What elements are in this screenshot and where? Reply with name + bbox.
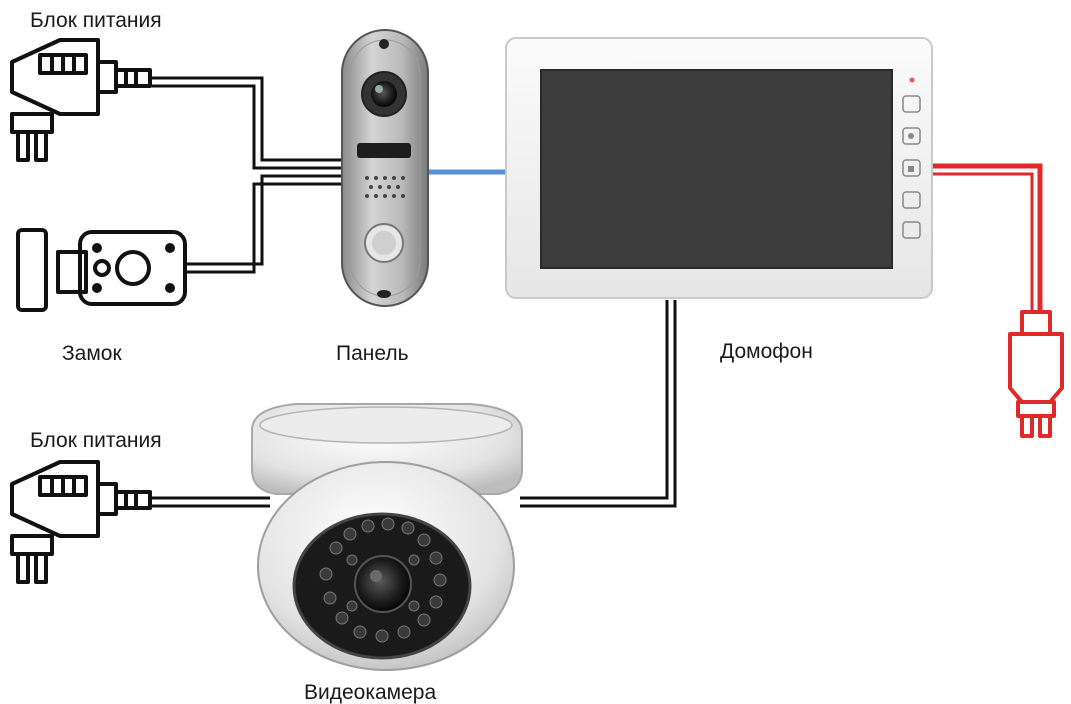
- intercom-monitor: [505, 37, 933, 299]
- wires: [152, 76, 677, 508]
- mains-cable: [932, 163, 1043, 312]
- label-panel: Панель: [336, 342, 409, 365]
- label-camera: Видеокамера: [304, 681, 437, 704]
- dome-camera: [251, 403, 523, 671]
- mains-plug-icon: [1008, 310, 1064, 438]
- door-lock-icon: [16, 228, 187, 312]
- label-intercom: Домофон: [720, 340, 813, 363]
- power-adapter-icon: [10, 460, 152, 584]
- call-panel: [341, 29, 429, 307]
- label-lock: Замок: [62, 342, 122, 365]
- power-adapter-icon: [10, 38, 152, 162]
- label-power-supply-top: Блок питания: [30, 9, 162, 32]
- label-power-supply-bottom: Блок питания: [30, 429, 162, 452]
